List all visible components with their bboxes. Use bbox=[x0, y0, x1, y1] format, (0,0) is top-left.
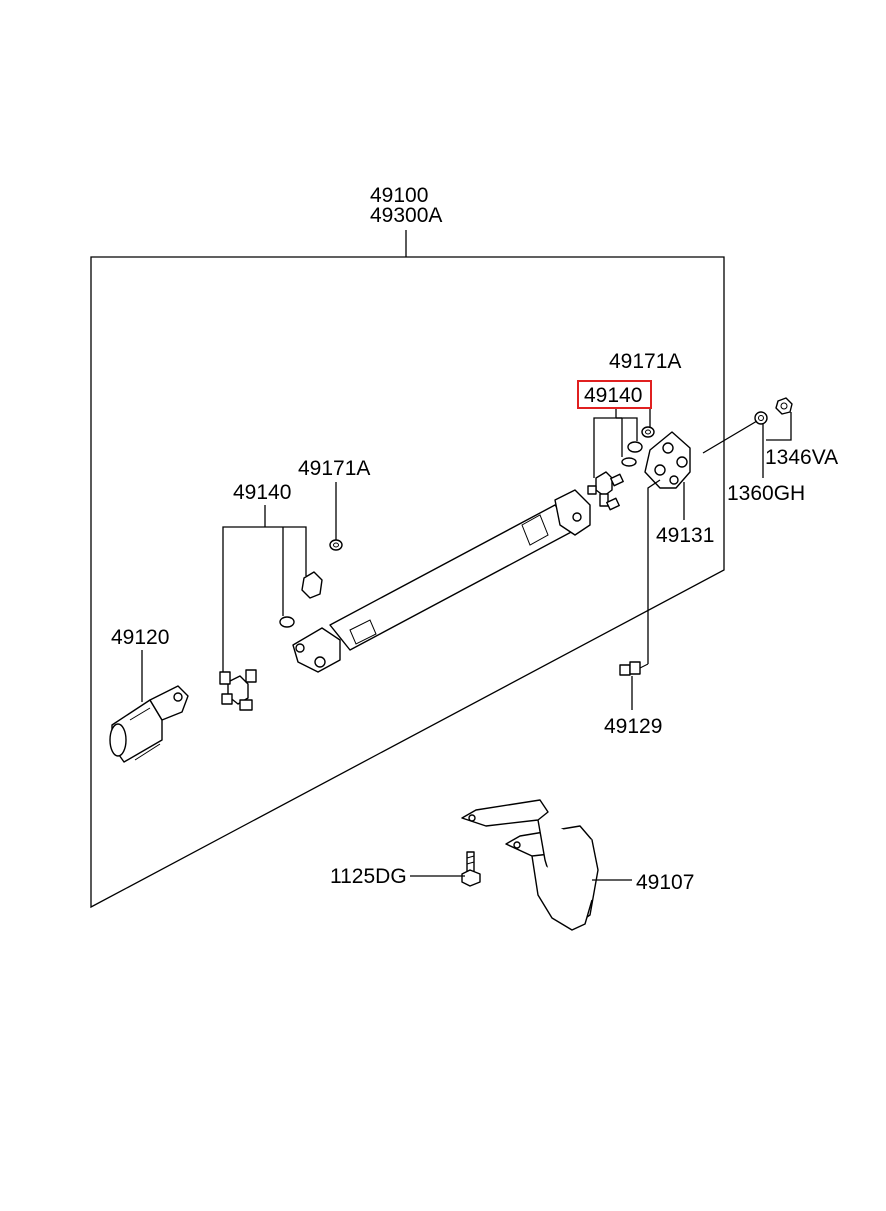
sleeve-yoke[interactable] bbox=[109, 685, 189, 763]
label-sleeve-yoke[interactable]: 49120 bbox=[111, 626, 169, 649]
label-bolt[interactable]: 1125DG bbox=[330, 865, 407, 888]
flange-yoke[interactable] bbox=[644, 431, 691, 489]
snap-ring-top[interactable] bbox=[621, 457, 637, 467]
grease-nipple[interactable] bbox=[619, 661, 649, 676]
label-spider-left[interactable]: 49140 bbox=[233, 481, 291, 504]
washer-left[interactable] bbox=[329, 539, 343, 551]
washer-1360gh[interactable] bbox=[754, 411, 768, 425]
washer-top[interactable] bbox=[641, 426, 655, 438]
bolt-1125dg[interactable] bbox=[461, 851, 481, 887]
bearing-cup-left[interactable] bbox=[301, 571, 323, 599]
label-washer-small[interactable]: 1360GH bbox=[727, 482, 805, 505]
label-bracket[interactable]: 49107 bbox=[636, 871, 694, 894]
label-assembly-alt: 49300A bbox=[370, 204, 442, 227]
snap-ring-left[interactable] bbox=[279, 616, 295, 628]
bearing-cup-top[interactable] bbox=[627, 441, 643, 453]
label-washer-top[interactable]: 49171A bbox=[609, 350, 681, 373]
label-flange-yoke[interactable]: 49131 bbox=[656, 524, 714, 547]
assembly-boundary bbox=[90, 256, 725, 909]
nut-1346va[interactable] bbox=[775, 397, 793, 415]
label-assembly-main: 49100 bbox=[370, 184, 428, 207]
label-spider-top[interactable]: 49140 bbox=[584, 384, 642, 407]
universal-joint-spider-rear[interactable] bbox=[587, 471, 624, 511]
label-nut[interactable]: 1346VA bbox=[765, 446, 838, 469]
highlight-box bbox=[577, 380, 652, 409]
label-washer-left[interactable]: 49171A bbox=[298, 457, 370, 480]
propeller-shaft[interactable] bbox=[292, 489, 591, 673]
label-grease-nipple[interactable]: 49129 bbox=[604, 715, 662, 738]
universal-joint-spider-front[interactable] bbox=[219, 669, 257, 711]
bracket[interactable] bbox=[461, 799, 599, 931]
